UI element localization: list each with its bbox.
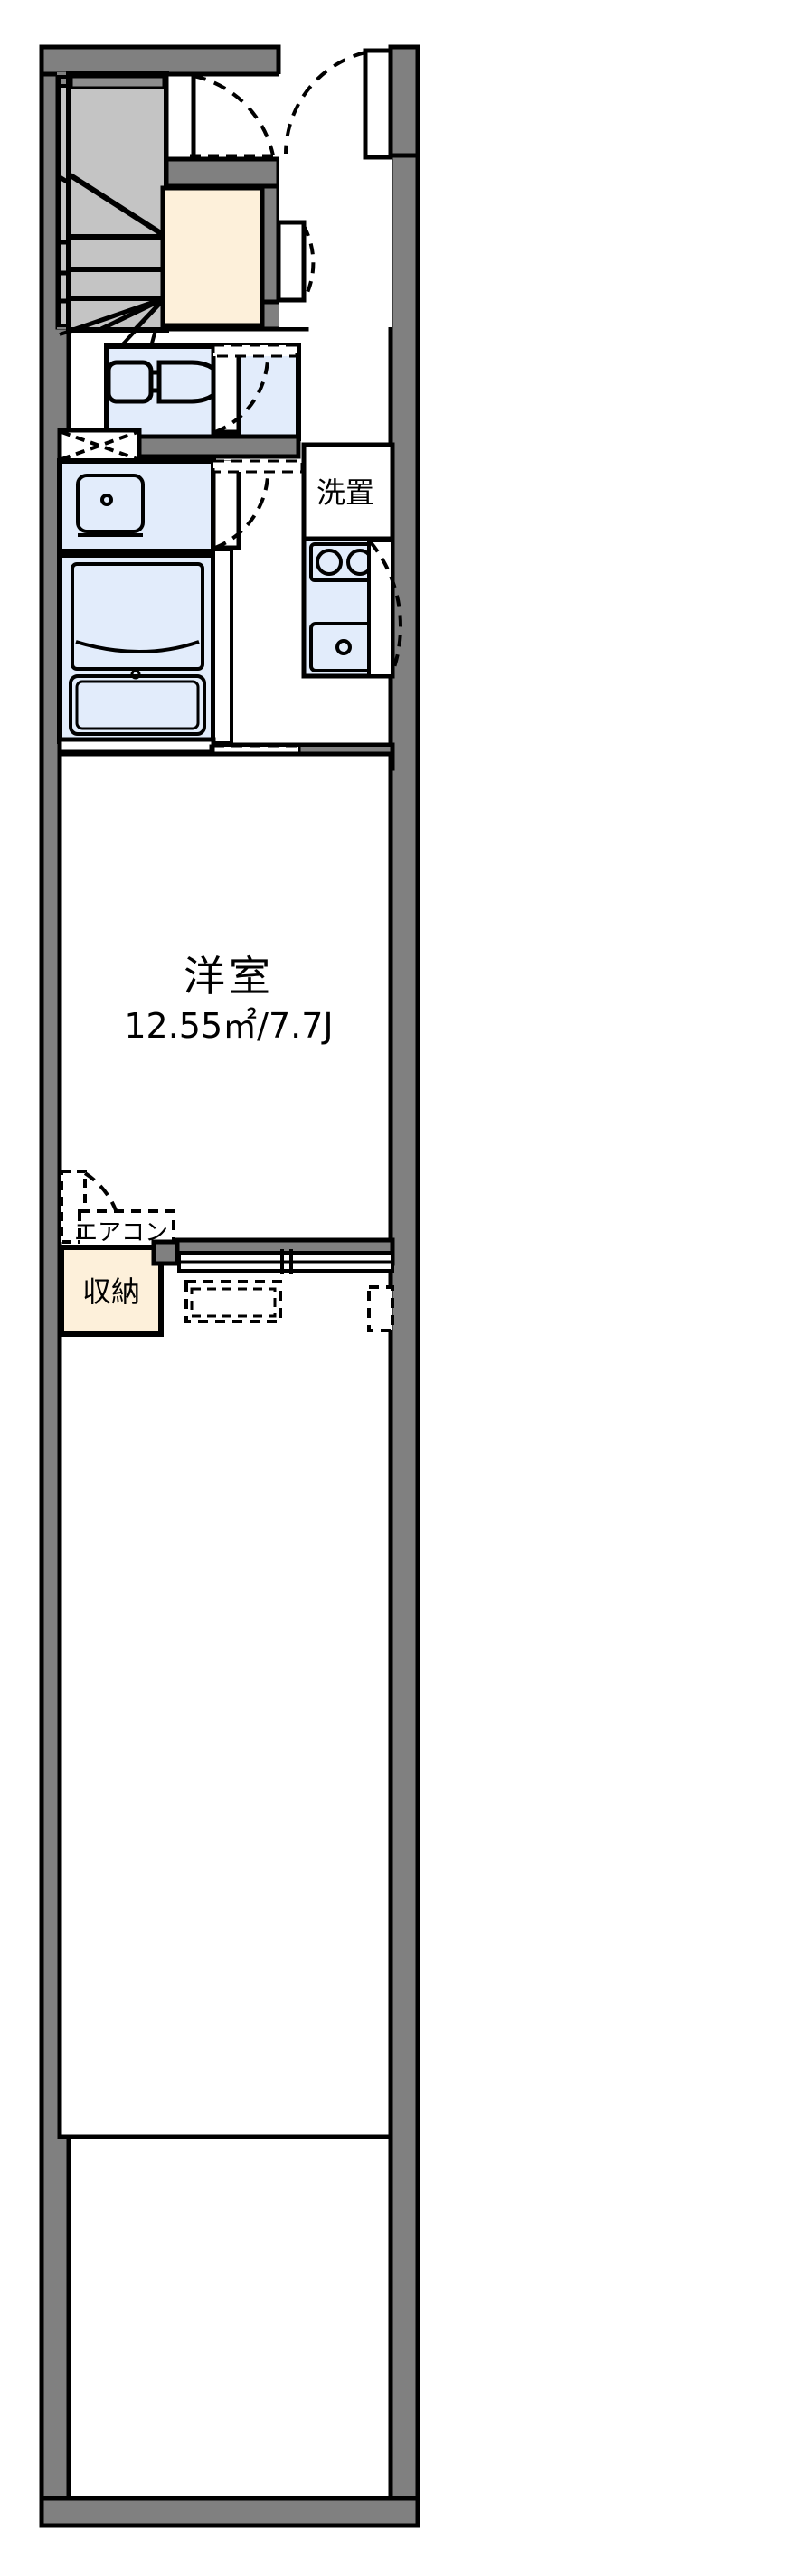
main-room: 洋室 12.55㎡/7.7J (57, 751, 393, 2139)
toilet-tank (106, 360, 154, 404)
balcony-step-outline (184, 1280, 394, 1332)
entrance-door-swing-arc (284, 51, 366, 155)
toilet-fixture (106, 360, 224, 404)
toilet-door[interactable] (211, 343, 298, 435)
tub-drain (130, 669, 141, 680)
main-room-label: 洋室 (184, 952, 274, 1001)
closet-storage: 収納 (59, 1245, 164, 1337)
bath-washing-area (71, 562, 204, 671)
stove-burner-left (316, 549, 343, 576)
entrance-genkan (160, 185, 265, 328)
staircase-detail (66, 71, 169, 334)
balcony-sliding-window[interactable] (177, 1249, 394, 1274)
aircon-swing-arc (83, 1171, 124, 1243)
kitchen-door-swing-arc (369, 541, 402, 673)
closet-label: 収納 (82, 1274, 140, 1309)
sink-drain (335, 639, 352, 655)
toilet-window (57, 428, 142, 464)
wash-basin-room (57, 458, 216, 554)
hall-door[interactable] (276, 220, 316, 303)
hall-door-swing-arc (302, 225, 316, 301)
toilet-room-body (104, 343, 301, 441)
entrance-door[interactable] (284, 48, 393, 160)
basin-drain (100, 494, 113, 506)
toilet-door-swing-arc (214, 350, 270, 434)
washer-label: 洗置 (316, 475, 374, 510)
main-room-area: 12.55㎡/7.7J (124, 1006, 333, 1046)
washer-space: 洗置 (301, 442, 395, 541)
kitchen-door[interactable] (367, 539, 402, 678)
unit-bath (57, 552, 216, 744)
